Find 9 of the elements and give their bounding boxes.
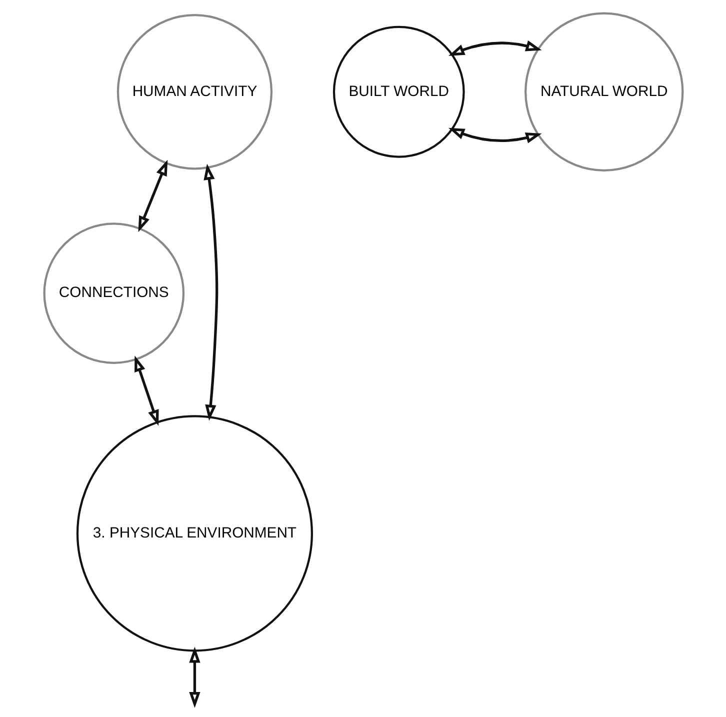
arrow xyxy=(448,127,542,143)
arrow xyxy=(188,646,200,708)
node-circle: 3. PHYSICAL ENVIRONMENT xyxy=(76,414,312,652)
arrow xyxy=(134,355,158,426)
node-circle: HUMAN ACTIVITY xyxy=(116,14,272,170)
arrow xyxy=(448,40,542,56)
node-circle: CONNECTIONS xyxy=(42,222,184,364)
arrow xyxy=(203,163,218,420)
arrow xyxy=(138,159,168,232)
